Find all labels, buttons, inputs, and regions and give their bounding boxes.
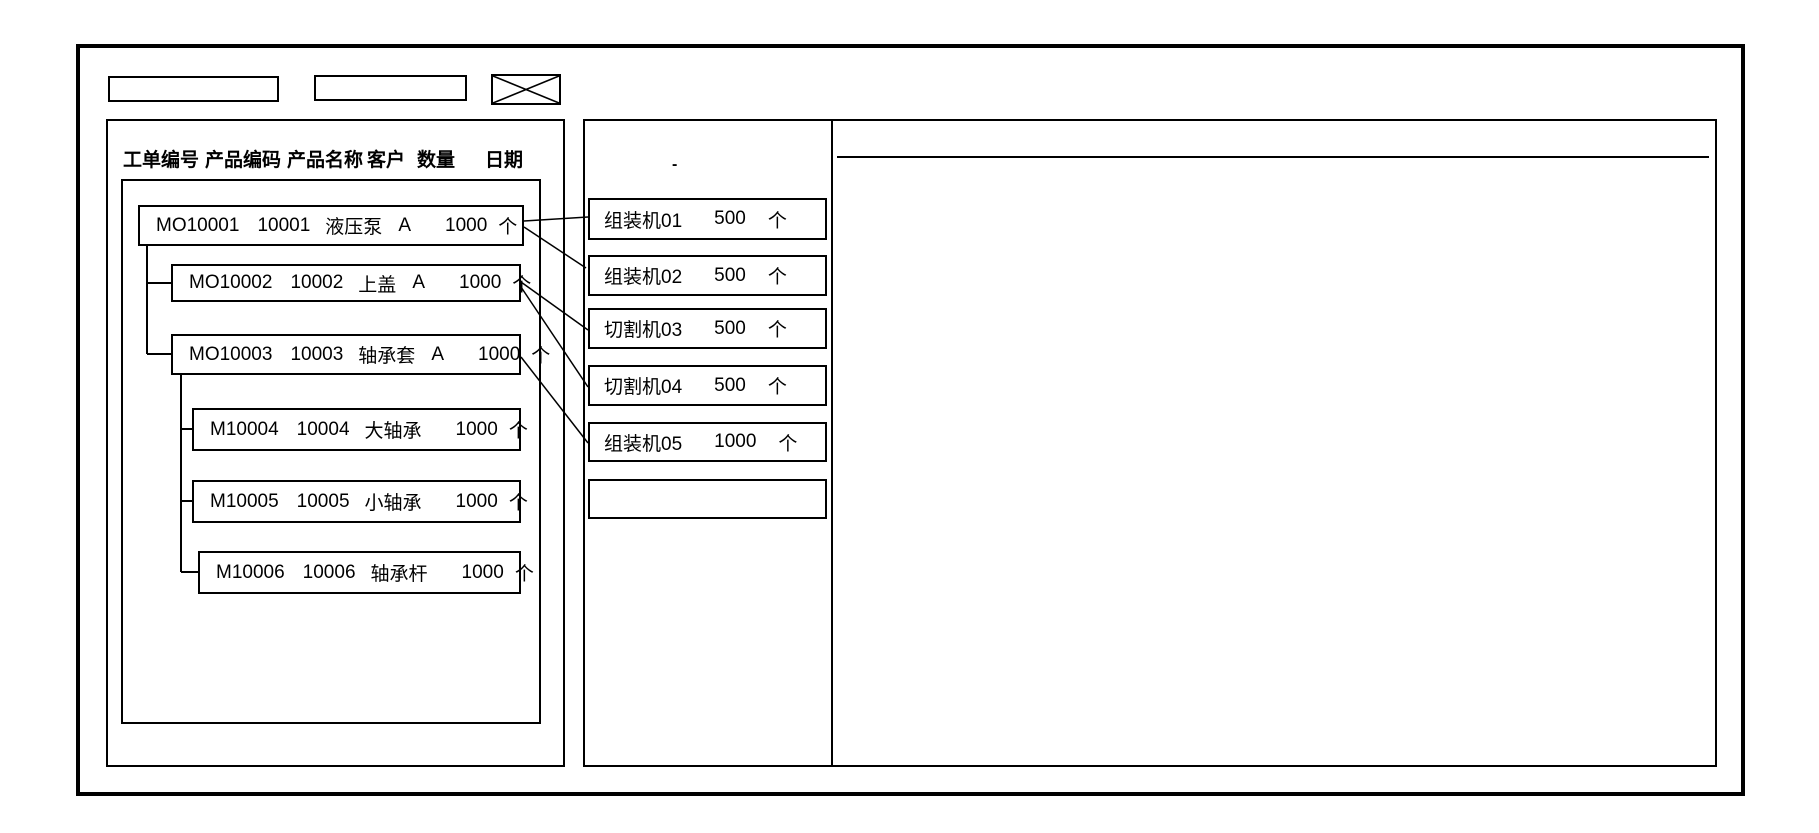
unit: 个 xyxy=(512,274,532,296)
work-order-node-mo10003[interactable]: MO10003 10003 轴承套 A 1000 个 xyxy=(171,334,550,375)
order-no: M10005 xyxy=(210,490,279,512)
work-order-node-m10004[interactable]: M10004 10004 大轴承 1000 个 xyxy=(192,408,528,451)
product-name: 上盖 xyxy=(358,274,397,296)
product-code: 10001 xyxy=(257,214,311,236)
toolbar-field-2[interactable] xyxy=(314,75,467,101)
product-code: 10005 xyxy=(296,490,350,512)
order-no: M10006 xyxy=(216,561,285,583)
machine-unit: 个 xyxy=(778,433,798,455)
col-header-product-name: 产品名称 xyxy=(287,150,364,171)
machine-qty: 500 xyxy=(714,264,746,286)
machine-box-03[interactable]: 切割机03 500 个 xyxy=(588,308,827,349)
machine-unit: 个 xyxy=(767,377,787,398)
quantity: 1000 xyxy=(461,561,504,583)
order-no: M10004 xyxy=(210,418,279,440)
machine-box-empty[interactable] xyxy=(588,479,827,519)
quantity: 1000 xyxy=(445,214,488,236)
machine-box-01[interactable]: 组装机01 500 个 xyxy=(588,198,827,240)
machine-qty: 1000 xyxy=(714,431,757,452)
machine-name: 组装机05 xyxy=(604,433,683,455)
order-no: MO10001 xyxy=(156,214,240,236)
x-cross-icon xyxy=(493,76,559,103)
machine-name: 组装机01 xyxy=(604,210,683,232)
product-name: 小轴承 xyxy=(364,493,422,514)
order-no: MO10002 xyxy=(189,272,273,293)
toolbar-field-1[interactable] xyxy=(108,76,279,102)
quantity: 1000 xyxy=(455,418,498,440)
col-header-quantity: 数量 xyxy=(417,150,456,171)
product-name: 轴承杆 xyxy=(370,564,428,585)
product-name: 液压泵 xyxy=(325,217,383,238)
product-name: 轴承套 xyxy=(358,346,416,367)
machine-qty: 500 xyxy=(714,208,746,229)
unit: 个 xyxy=(508,493,528,514)
panel-title-mark: - xyxy=(672,156,678,173)
machine-name: 切割机03 xyxy=(604,320,683,341)
orders-tree-container xyxy=(121,179,541,724)
unit: 个 xyxy=(531,346,551,367)
machine-unit: 个 xyxy=(767,267,787,288)
col-header-product-code: 产品编码 xyxy=(205,150,282,171)
product-name: 大轴承 xyxy=(364,421,422,442)
machine-unit: 个 xyxy=(767,210,787,232)
quantity: 1000 xyxy=(478,343,521,365)
product-code: 10004 xyxy=(296,418,350,440)
customer: A xyxy=(412,272,425,293)
machine-box-02[interactable]: 组装机02 500 个 xyxy=(588,255,827,296)
customer: A xyxy=(431,343,444,365)
machine-name: 切割机04 xyxy=(604,377,683,398)
product-code: 10006 xyxy=(302,561,356,583)
work-order-node-m10005[interactable]: M10005 10005 小轴承 1000 个 xyxy=(192,480,528,523)
detail-header-divider xyxy=(837,156,1709,158)
machine-qty: 500 xyxy=(714,317,746,339)
col-header-customer: 客户 xyxy=(367,150,406,171)
machine-unit: 个 xyxy=(767,320,787,341)
machine-name: 组装机02 xyxy=(604,267,683,288)
machine-qty: 500 xyxy=(714,374,746,396)
product-code: 10002 xyxy=(290,272,344,293)
machine-box-04[interactable]: 切割机04 500 个 xyxy=(588,365,827,406)
product-code: 10003 xyxy=(290,343,344,365)
col-header-date: 日期 xyxy=(485,150,524,171)
col-header-order-no: 工单编号 xyxy=(123,150,200,171)
image-placeholder-icon[interactable] xyxy=(491,74,561,105)
quantity: 1000 xyxy=(455,490,498,512)
detail-panel xyxy=(831,119,1717,767)
work-order-node-m10006[interactable]: M10006 10006 轴承杆 1000 个 xyxy=(198,551,534,594)
unit: 个 xyxy=(514,564,534,585)
unit: 个 xyxy=(498,217,518,238)
quantity: 1000 xyxy=(459,272,502,293)
machine-box-05[interactable]: 组装机05 1000 个 xyxy=(588,422,827,462)
customer: A xyxy=(398,214,411,236)
unit: 个 xyxy=(508,421,528,442)
work-order-node-mo10002[interactable]: MO10002 10002 上盖 A 1000 个 xyxy=(171,264,531,302)
order-no: MO10003 xyxy=(189,343,273,365)
work-order-node-mo10001[interactable]: MO10001 10001 液压泵 A 1000 个 xyxy=(138,205,524,246)
